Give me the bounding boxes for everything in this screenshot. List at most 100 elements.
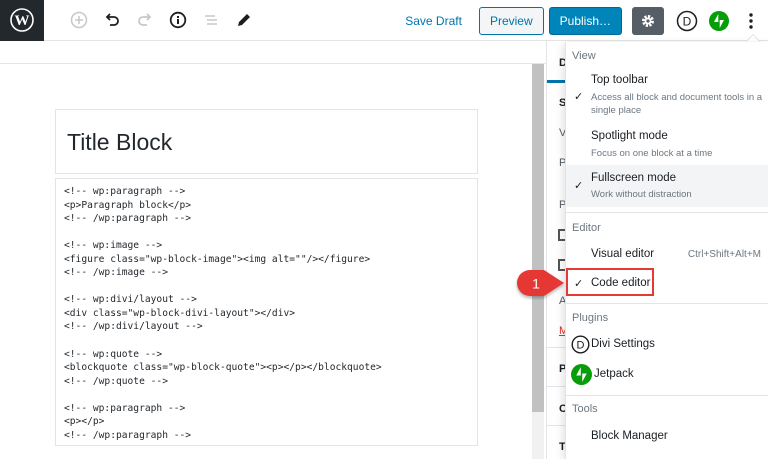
keyboard-shortcut: Ctrl+Shift+Alt+M [687,249,761,260]
sidebar-tab-active-indicator [547,80,569,83]
code-line: <!-- /wp:paragraph --> [64,429,192,441]
sidebar-post-format[interactable]: P [559,199,567,211]
code-line: <!-- wp:paragraph --> [64,402,186,414]
menu-divider [566,303,768,304]
annotation-highlight-box [566,268,654,296]
menu-item-fullscreen-mode[interactable]: Fullscreen mode ✓ Work without distracti… [566,165,768,207]
block-navigation-button[interactable] [194,5,227,35]
header-toolbar [62,5,260,35]
menu-divider [566,395,768,396]
menu-item-label: Block Manager [591,430,668,442]
undo-icon [105,13,119,26]
divi-icon: D [571,335,590,354]
code-line: <p>Paragraph block</p> [64,199,192,211]
sidebar-section-categories[interactable]: C [559,403,567,415]
sidebar-author: A [559,295,567,307]
menu-item-jetpack[interactable]: Jetpack [566,360,768,390]
content-structure-button[interactable] [161,5,194,35]
code-line: <!-- wp:image --> [64,240,163,252]
code-line: <p></p> [64,416,105,428]
scrollbar-thumb[interactable] [532,64,544,412]
sidebar-section-tags[interactable]: T [559,441,566,453]
code-line: <blockquote class="wp-block-quote"><p></… [64,362,382,374]
sidebar-publish[interactable]: P [559,157,567,169]
svg-text:D: D [683,14,692,28]
annotation-callout-marker: 1 [517,270,564,296]
menu-item-label: Jetpack [594,368,634,380]
menu-group-plugins-label: Plugins [572,312,609,324]
menu-item-label: Spotlight mode [591,130,668,142]
add-block-button[interactable] [62,5,95,35]
menu-item-visual-editor[interactable]: Visual editor Ctrl+Shift+Alt+M [566,241,768,269]
code-line: <!-- wp:divi/layout --> [64,294,197,306]
edit-pencil-icon [237,14,250,26]
header-settings: Save Draft Preview Publish… D [405,0,768,41]
wordpress-logo-button[interactable]: W [0,0,44,41]
more-tools-options-button[interactable] [738,6,764,36]
menu-item-label: Fullscreen mode [591,172,677,184]
sidebar-section-status[interactable]: S [559,97,567,109]
info-icon [169,11,186,29]
menu-item-spotlight-mode[interactable]: Spotlight mode Focus on one block at a t… [566,124,768,164]
menu-group-tools-label: Tools [572,403,598,415]
settings-button[interactable] [632,6,664,35]
more-vertical-icon [749,12,753,29]
sidebar-divider [547,347,569,348]
svg-text:W: W [15,13,30,29]
svg-text:D: D [577,339,585,351]
menu-item-description: Work without distraction [591,189,692,200]
redo-button[interactable] [128,5,161,35]
sidebar-checkbox[interactable] [558,229,568,241]
sidebar-divider [547,386,569,387]
code-line: <div class="wp-block-divi-layout"></div> [64,307,296,319]
jetpack-icon [571,364,592,385]
editor-scrollbar[interactable] [532,64,544,459]
menu-item-divi-settings[interactable]: D Divi Settings [566,331,768,359]
menu-item-top-toolbar[interactable]: Top toolbar ✓ Access all block and docum… [566,68,768,124]
code-line [64,226,469,240]
publish-button[interactable]: Publish… [548,6,622,35]
save-draft-button[interactable]: Save Draft [405,13,462,28]
menu-item-label: Code editor [591,277,651,289]
more-tools-options-menu: View Top toolbar ✓ Access all block and … [565,42,768,459]
code-line: <!-- /wp:image --> [64,267,168,279]
divi-button[interactable]: D [672,6,702,36]
menu-item-description: Access all block and document tools in a… [591,92,763,116]
menu-group-view-label: View [572,50,596,62]
post-title-field[interactable]: Title Block [55,109,478,174]
code-line: <!-- /wp:quote --> [64,375,168,387]
sidebar-visibility[interactable]: V [559,127,567,139]
sidebar-checkbox[interactable] [558,259,568,271]
jetpack-icon [709,10,729,31]
code-line [64,280,469,294]
undo-button[interactable] [95,5,128,35]
check-icon: ✓ [574,91,584,103]
gear-icon [642,14,654,27]
sidebar-move-to-trash[interactable]: M [559,325,569,337]
code-line: <!-- wp:quote --> [64,348,163,360]
editor-subbar [0,41,546,64]
code-line [64,334,469,348]
sidebar-tab-document[interactable]: D [559,57,567,69]
sidebar-section-permalink[interactable]: P [559,363,567,375]
preview-button[interactable]: Preview [478,6,544,35]
code-line: <figure class="wp-block-image"><img alt=… [64,253,371,265]
editor-header: W Save Draft Preview [0,0,768,41]
menu-item-code-editor[interactable]: ✓ Code editor [566,270,768,298]
check-icon: ✓ [574,180,584,192]
annotation-number: 1 [532,276,540,292]
menu-item-block-manager[interactable]: Block Manager [566,423,768,451]
tools-edit-button[interactable] [227,5,260,35]
editor-canvas [0,64,532,459]
code-line: <!-- /wp:divi/layout --> [64,321,203,333]
post-title-text: Title Block [67,129,173,155]
redo-icon [137,13,151,26]
code-line [64,388,469,402]
code-editor-textarea[interactable]: <!-- wp:paragraph --> <p>Paragraph block… [55,178,478,446]
jetpack-button[interactable] [704,6,734,36]
sidebar-divider [547,425,569,426]
menu-item-label: Top toolbar [591,74,648,86]
divi-icon: D [676,10,698,31]
block-navigation-icon [204,15,217,25]
